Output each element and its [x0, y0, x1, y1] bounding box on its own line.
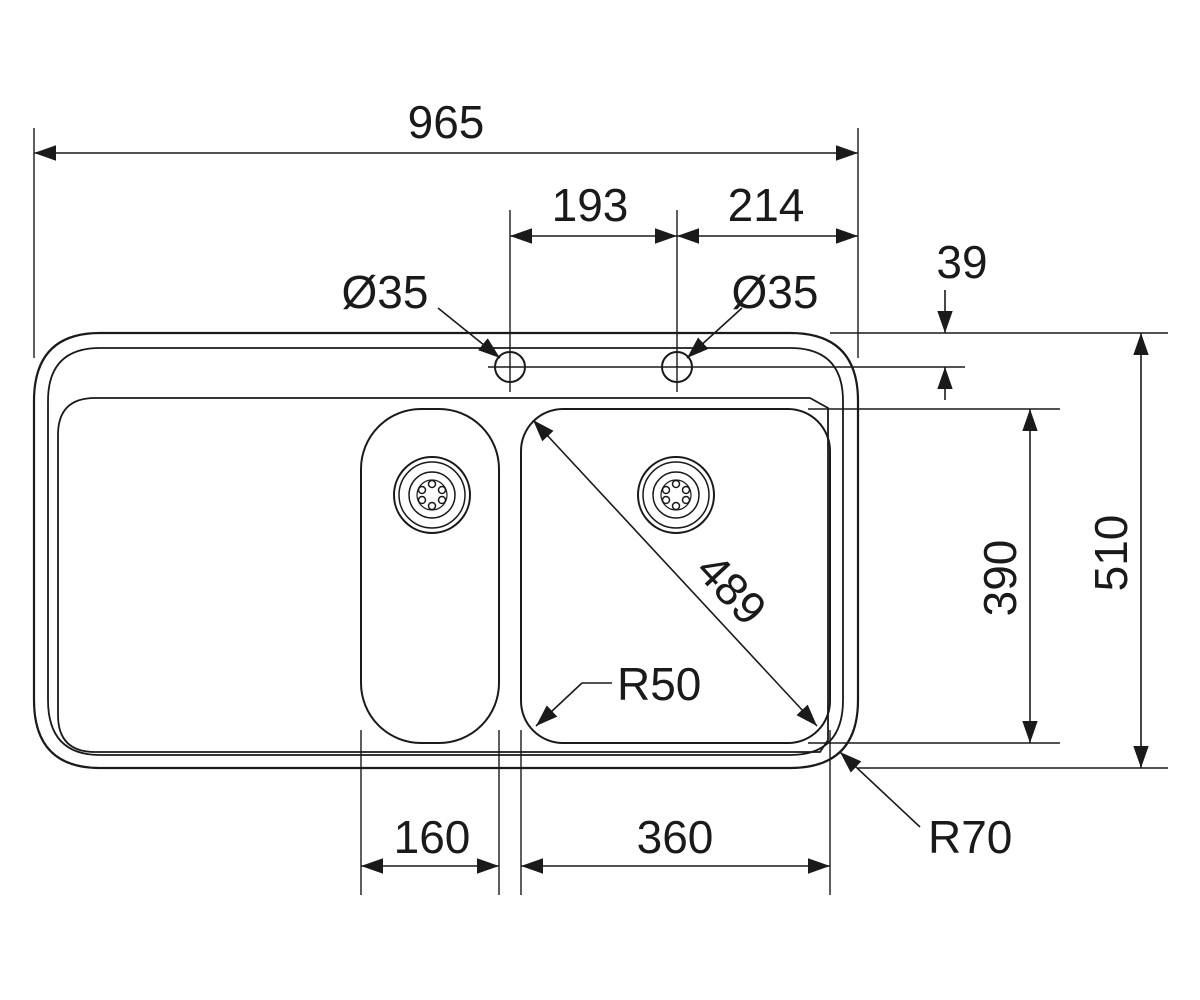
label-large-bowl-width: 360 [637, 811, 714, 863]
label-small-bowl-width: 160 [394, 811, 471, 863]
dim-bowl-depth: 390 [808, 408, 1060, 744]
label-overall-width: 965 [408, 96, 485, 148]
dim-bowl-radius: R50 [535, 658, 701, 727]
dim-overall-depth: 510 [858, 333, 1168, 769]
dim-outer-radius: R70 [839, 751, 1012, 863]
dim-edge-offset: 39 [830, 236, 1168, 400]
small-bowl-drain [393, 456, 471, 534]
label-overall-depth: 510 [1085, 515, 1137, 592]
tap-holes [488, 351, 965, 383]
label-tap-spacing: 193 [552, 179, 629, 231]
dim-tap-spacing: 193 214 [509, 179, 858, 392]
label-bowl-diagonal: 489 [687, 543, 777, 635]
label-tap-hole-left: Ø35 [342, 266, 429, 318]
label-right-offset: 214 [728, 179, 805, 231]
dim-overall-width: 965 [33, 96, 859, 358]
label-bowl-radius: R50 [617, 658, 701, 710]
dim-tap-hole-diameters: Ø35 Ø35 [342, 266, 819, 359]
label-bowl-depth: 390 [974, 540, 1026, 617]
small-bowl [360, 408, 500, 744]
dim-bowl-widths: 160 360 [360, 730, 831, 895]
large-bowl-drain [637, 456, 715, 534]
label-edge-offset: 39 [936, 236, 987, 288]
sink-outline [32, 331, 860, 770]
label-outer-radius: R70 [928, 811, 1012, 863]
label-tap-hole-right: Ø35 [732, 266, 819, 318]
